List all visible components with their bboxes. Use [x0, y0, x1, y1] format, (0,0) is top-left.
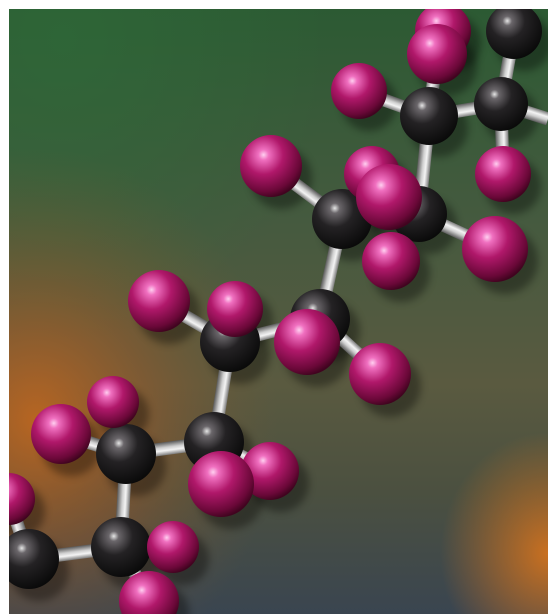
- oxygen-atom: [128, 270, 190, 332]
- oxygen-atom: [331, 63, 387, 119]
- carbon-atom: [486, 9, 542, 59]
- carbon-atom: [474, 77, 528, 131]
- oxygen-atom: [362, 232, 420, 290]
- oxygen-atom: [188, 451, 254, 517]
- oxygen-atom: [274, 309, 340, 375]
- oxygen-atom: [462, 216, 528, 282]
- oxygen-atom: [407, 24, 467, 84]
- illustration-canvas: [9, 9, 548, 614]
- oxygen-atom: [475, 146, 531, 202]
- carbon-atom: [9, 529, 59, 589]
- oxygen-atom: [147, 521, 199, 573]
- oxygen-atom: [87, 376, 139, 428]
- oxygen-atom: [9, 473, 35, 525]
- oxygen-atom: [349, 343, 411, 405]
- oxygen-atom: [207, 281, 263, 337]
- oxygen-atom: [240, 135, 302, 197]
- carbon-atom: [96, 424, 156, 484]
- oxygen-atom: [356, 164, 422, 230]
- carbon-atom: [91, 517, 151, 577]
- molecule-atoms: [9, 9, 542, 614]
- background-orange-glow-right: [9, 9, 548, 614]
- oxygen-atom: [241, 442, 299, 500]
- carbon-atom: [400, 87, 458, 145]
- molecule-illustration: [9, 9, 548, 614]
- oxygen-atom: [119, 571, 179, 614]
- oxygen-atom: [31, 404, 91, 464]
